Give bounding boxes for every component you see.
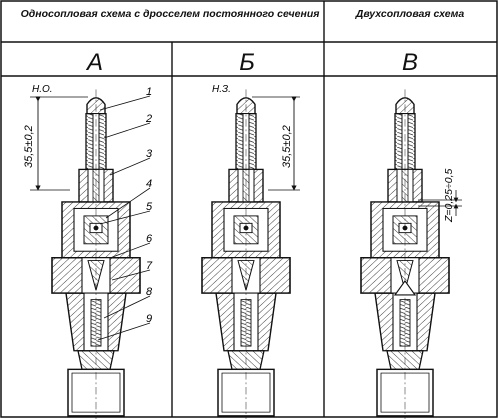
callout-5: 5: [146, 201, 153, 213]
callout-4: 4: [146, 178, 152, 190]
header-single-nozzle: Односопловая схема с дросселем постоянно…: [20, 8, 320, 20]
callout-9: 9: [146, 313, 152, 325]
dimension-label-v: Z=0,25÷0,5: [443, 168, 455, 223]
dimension-height-a: 35,5±0,2: [23, 96, 88, 191]
dimension-label-a: 35,5±0,2: [23, 125, 35, 168]
dimension-height-b: 35,5±0,2: [252, 96, 300, 191]
dimension-label-b: 35,5±0,2: [281, 125, 293, 168]
valve-assembly-b: [201, 88, 291, 419]
callout-1: 1: [146, 86, 152, 98]
callout-2: 2: [145, 113, 152, 125]
callout-leaders: [97, 95, 151, 341]
header-dual-nozzle: Двухсопловая схема: [355, 8, 465, 20]
callout-7: 7: [146, 260, 153, 272]
dimension-gap-v: Z=0,25÷0,5: [418, 168, 462, 223]
variant-letter-b: Б: [239, 49, 255, 76]
valve-assembly-v: [360, 88, 450, 419]
valve-assembly-a: [51, 88, 141, 419]
callout-8: 8: [146, 286, 153, 298]
variant-letter-v: В: [401, 49, 418, 76]
callout-numbers: 1 2 3 4 5 6 7 8 9: [145, 86, 153, 325]
variant-letter-a: А: [86, 49, 103, 76]
state-label-no: Н.О.: [32, 84, 53, 95]
callout-6: 6: [146, 233, 153, 245]
callout-3: 3: [146, 148, 153, 160]
state-label-nz: Н.З.: [212, 84, 231, 95]
